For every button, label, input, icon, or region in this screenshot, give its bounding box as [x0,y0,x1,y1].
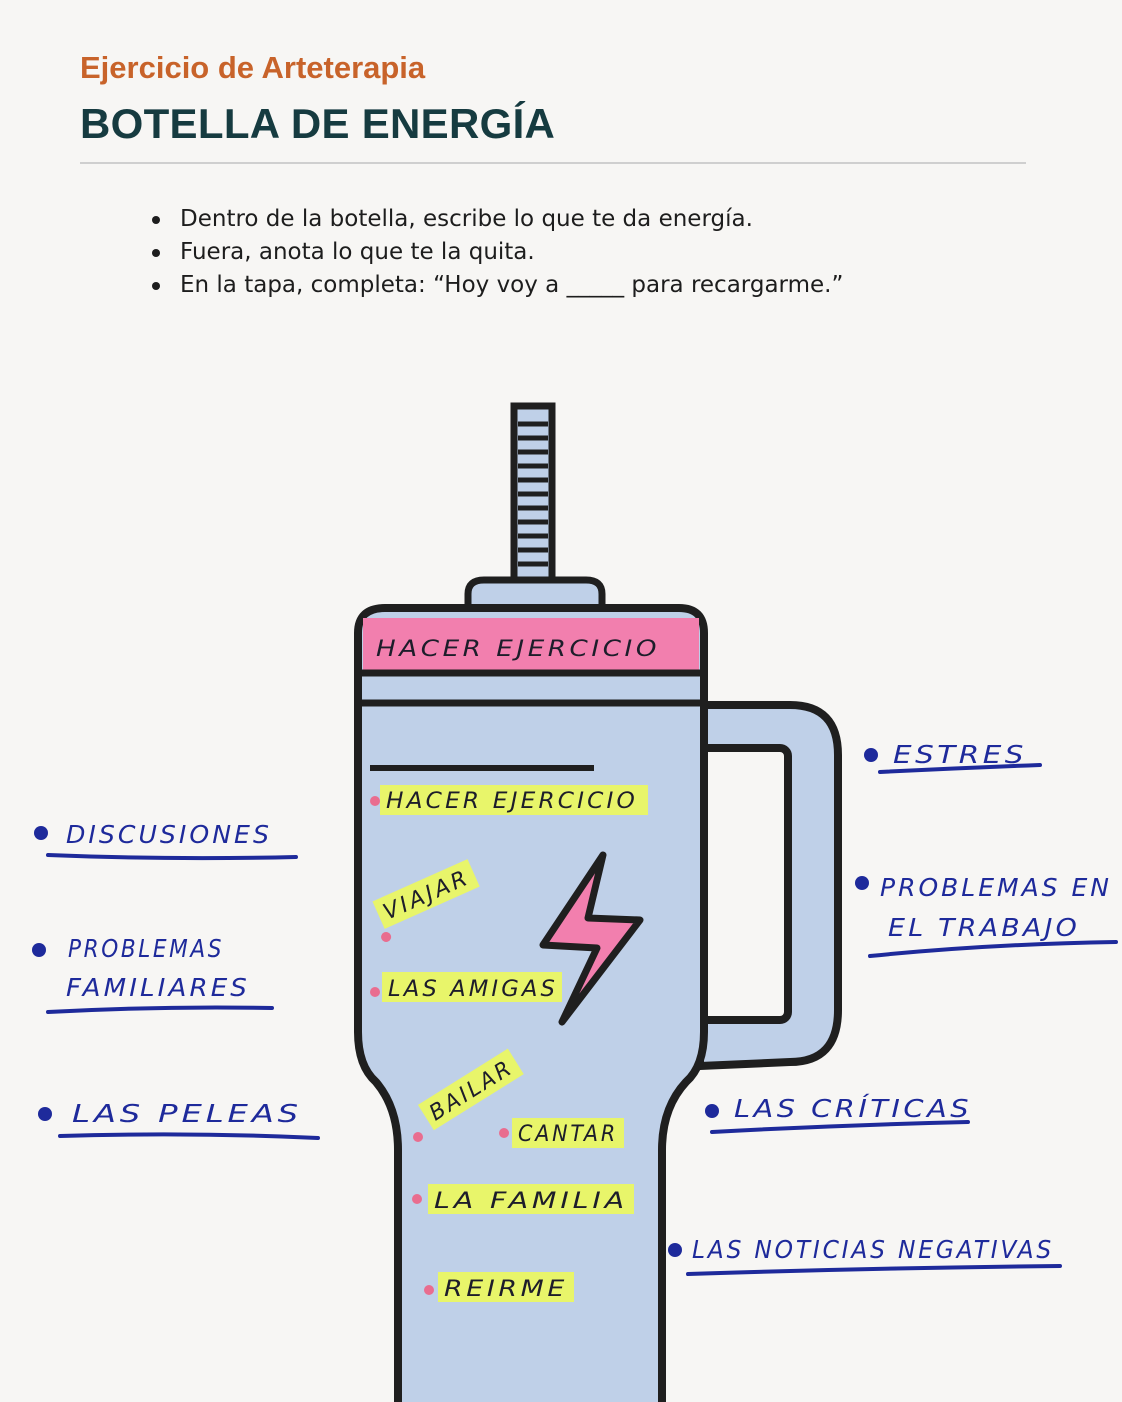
outside-item: DISCUSIONES [34,820,298,861]
worksheet-kicker: Ejercicio de Arteterapia [80,50,426,85]
outside-item-label: DISCUSIONES [66,820,272,849]
inside-item-label: REIRME [444,1277,568,1302]
instruction-item: Fuera, anota lo que te la quita. [152,236,860,269]
inside-item-label: LA FAMILIA [434,1189,628,1214]
lid-knob [464,576,606,612]
outside-item: LAS PELEAS [38,1099,320,1140]
inside-item-label: LAS AMIGAS [388,977,558,1002]
outside-item: ESTRES [864,740,1042,774]
inside-item-label: HACER EJERCICIO [386,789,638,814]
outside-item: PROBLEMAS FAMILIARES [32,934,274,1014]
inside-item: HACER EJERCICIO [370,785,648,815]
outside-left-list: DISCUSIONES PROBLEMAS FAMILIARES LAS PEL… [32,820,320,1140]
outside-item-label: PROBLEMAS [68,934,224,963]
outside-item: LAS CRÍTICAS [705,1094,972,1134]
instruction-item: En la tapa, completa: “Hoy voy a _____ p… [152,269,860,302]
inside-item: REIRME [424,1272,574,1302]
inside-item: LAS AMIGAS [370,972,562,1002]
outside-item: PROBLEMAS EN EL TRABAJO [855,873,1118,958]
outside-right-list: ESTRES PROBLEMAS EN EL TRABAJO LAS CRÍTI… [668,740,1118,1276]
inside-list: HACER EJERCICIO VIAJAR LAS AMIGAS BAILAR… [370,785,648,1302]
outside-item-label: PROBLEMAS EN [880,873,1112,902]
worksheet-title: BOTELLA DE ENERGÍA [80,100,556,147]
inside-item: CANTAR [499,1118,624,1148]
lid-text: HACER EJERCICIO [376,637,660,662]
outside-item-label: FAMILIARES [66,973,250,1002]
lightning-bolt-icon [539,851,644,1026]
title-divider [80,162,1026,164]
handle-hole [696,744,792,1024]
outside-item-label: LAS NOTICIAS NEGATIVAS [692,1235,1054,1264]
outside-item-label: EL TRABAJO [888,913,1080,942]
lid-band [363,618,699,672]
inside-item-label: CANTAR [518,1122,618,1147]
instruction-item: Dentro de la botella, escribe lo que te … [152,203,860,236]
outside-item-label: ESTRES [893,740,1027,769]
outside-item-label: LAS PELEAS [72,1099,302,1128]
outside-item: LAS NOTICIAS NEGATIVAS [668,1235,1062,1276]
inside-item: LA FAMILIA [412,1184,634,1214]
instruction-list: Dentro de la botella, escribe lo que te … [152,203,860,302]
outside-item-label: LAS CRÍTICAS [734,1094,972,1123]
